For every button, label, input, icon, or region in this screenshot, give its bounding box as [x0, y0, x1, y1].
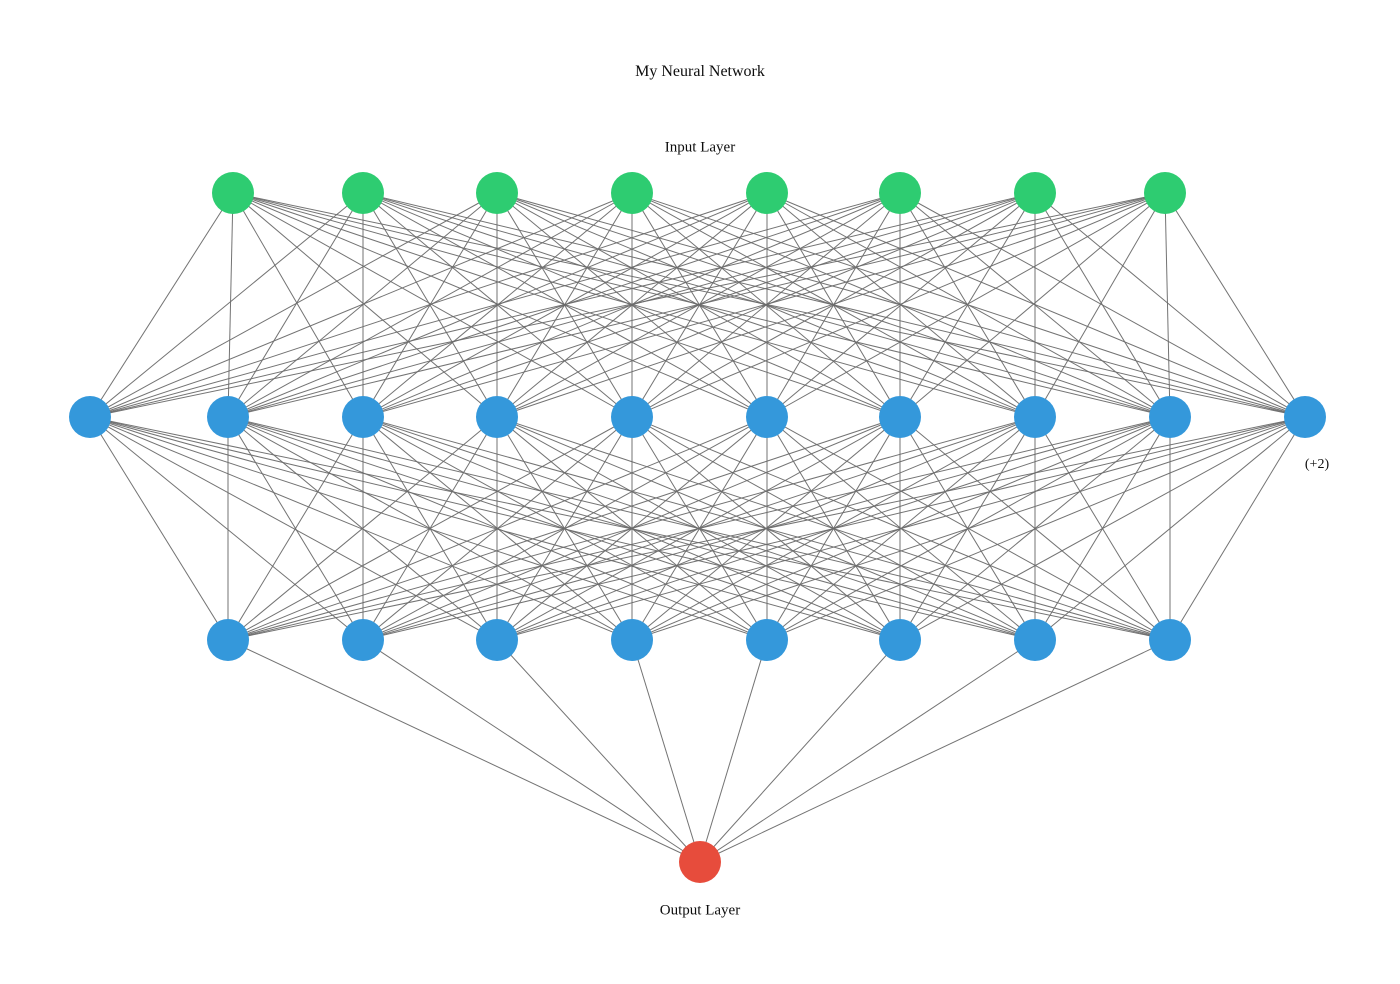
network-node-3-1[interactable]	[207, 619, 249, 661]
network-edge	[227, 192, 234, 418]
network-edge	[496, 192, 1036, 418]
network-edge	[89, 416, 498, 641]
network-edge	[232, 192, 633, 418]
network-edge	[227, 192, 768, 418]
network-edge	[899, 192, 1166, 418]
network-edge	[362, 416, 1306, 641]
network-edge	[699, 639, 1036, 863]
network-node-1-2[interactable]	[342, 172, 384, 214]
network-edge	[1164, 192, 1171, 418]
network-node-1-5[interactable]	[746, 172, 788, 214]
network-node-2-2[interactable]	[207, 396, 249, 438]
network-edge	[766, 416, 1306, 641]
network-edge	[631, 416, 1306, 641]
network-node-1-7[interactable]	[1014, 172, 1056, 214]
network-edge	[89, 192, 901, 418]
network-edge	[89, 416, 364, 641]
network-edge	[232, 192, 1171, 418]
network-edge	[89, 192, 234, 418]
network-edge	[89, 192, 768, 418]
network-edge	[631, 639, 701, 863]
extra-nodes-annotation: (+2)	[1304, 457, 1330, 472]
network-edge	[1034, 192, 1166, 418]
network-edge	[227, 416, 1306, 641]
network-node-3-5[interactable]	[746, 619, 788, 661]
network-edge	[232, 192, 1306, 418]
network-node-2-5[interactable]	[611, 396, 653, 438]
network-edge	[766, 192, 1171, 418]
network-edge	[631, 192, 1036, 418]
network-node-3-3[interactable]	[476, 619, 518, 661]
network-edge	[766, 192, 1166, 418]
network-edge	[227, 416, 1171, 641]
network-edge	[899, 416, 1306, 641]
network-node-2-7[interactable]	[879, 396, 921, 438]
edges-group	[89, 192, 1306, 863]
network-edge	[89, 416, 901, 641]
network-edge	[89, 416, 229, 641]
network-edge	[227, 416, 498, 641]
network-edge	[766, 192, 1036, 418]
nodes-group	[69, 172, 1326, 883]
network-node-1-4[interactable]	[611, 172, 653, 214]
network-edge	[227, 416, 901, 641]
network-edge	[227, 416, 768, 641]
network-edge	[362, 639, 701, 863]
figure-title: My Neural Network	[635, 63, 765, 80]
network-edge	[1034, 192, 1306, 418]
network-node-1-3[interactable]	[476, 172, 518, 214]
network-edge	[631, 192, 1166, 418]
network-edge	[1034, 192, 1171, 418]
network-edge	[362, 192, 1036, 418]
network-edge	[227, 639, 701, 863]
network-edge	[899, 192, 1036, 418]
network-edge	[227, 192, 1166, 418]
network-edge	[227, 192, 364, 418]
input-layer-label: Input Layer	[664, 139, 736, 156]
network-edge	[89, 192, 498, 418]
network-node-2-6[interactable]	[746, 396, 788, 438]
network-edge	[227, 192, 498, 418]
network-edge	[89, 192, 1036, 418]
network-node-3-4[interactable]	[611, 619, 653, 661]
network-edge	[496, 192, 1166, 418]
network-node-2-3[interactable]	[342, 396, 384, 438]
network-edge	[1169, 416, 1306, 641]
network-node-2-4[interactable]	[476, 396, 518, 438]
network-edge	[699, 639, 768, 863]
network-edge	[496, 639, 701, 863]
network-node-3-7[interactable]	[1014, 619, 1056, 661]
network-edge	[362, 192, 1166, 418]
network-edge	[699, 639, 901, 863]
network-edge	[227, 416, 633, 641]
network-edge	[89, 416, 633, 641]
network-node-2-10[interactable]	[1284, 396, 1326, 438]
network-edge	[699, 639, 1171, 863]
output-layer-label: Output Layer	[659, 902, 741, 919]
network-edge	[1164, 192, 1306, 418]
network-node-4-1[interactable]	[679, 841, 721, 883]
network-node-1-8[interactable]	[1144, 172, 1186, 214]
network-edge	[766, 192, 1306, 418]
network-edge	[496, 416, 1306, 641]
network-edge	[227, 416, 364, 641]
network-node-3-6[interactable]	[879, 619, 921, 661]
network-node-3-2[interactable]	[342, 619, 384, 661]
network-node-1-1[interactable]	[212, 172, 254, 214]
network-node-2-9[interactable]	[1149, 396, 1191, 438]
network-node-1-6[interactable]	[879, 172, 921, 214]
network-node-2-1[interactable]	[69, 396, 111, 438]
network-edge	[1034, 416, 1306, 641]
network-edge	[232, 192, 768, 418]
network-edge	[227, 416, 1036, 641]
network-node-2-8[interactable]	[1014, 396, 1056, 438]
network-node-3-8[interactable]	[1149, 619, 1191, 661]
network-edge	[89, 192, 633, 418]
network-edge	[227, 192, 1036, 418]
network-edge	[89, 192, 364, 418]
network-edge	[89, 192, 1166, 418]
network-edge	[89, 416, 768, 641]
network-edge	[232, 192, 1036, 418]
